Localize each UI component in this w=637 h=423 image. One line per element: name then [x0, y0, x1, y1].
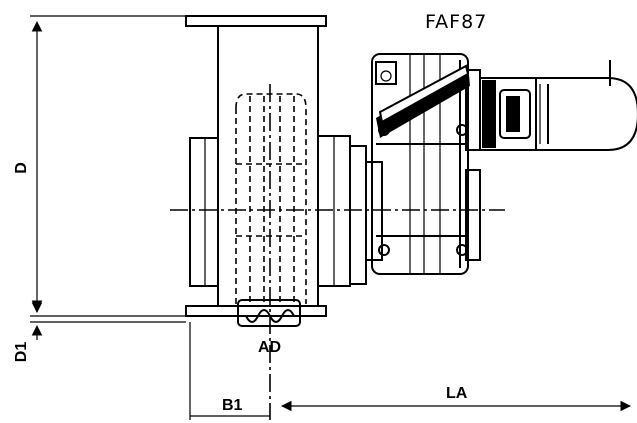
label-b1: B1: [222, 397, 243, 414]
label-d1: D1: [13, 342, 30, 363]
label-d: D: [13, 162, 30, 174]
gear-unit: [365, 53, 481, 275]
dimension-d1: D1: [13, 300, 186, 362]
label-la: LA: [446, 385, 468, 402]
model-title: FAF87: [425, 11, 487, 33]
dimension-b1: B1: [189, 322, 270, 420]
gear-housing: [185, 15, 367, 327]
dimension-la: LA: [280, 385, 632, 412]
motor: [479, 60, 637, 151]
label-ad: AD: [258, 339, 281, 356]
dimension-d: D: [13, 15, 186, 317]
